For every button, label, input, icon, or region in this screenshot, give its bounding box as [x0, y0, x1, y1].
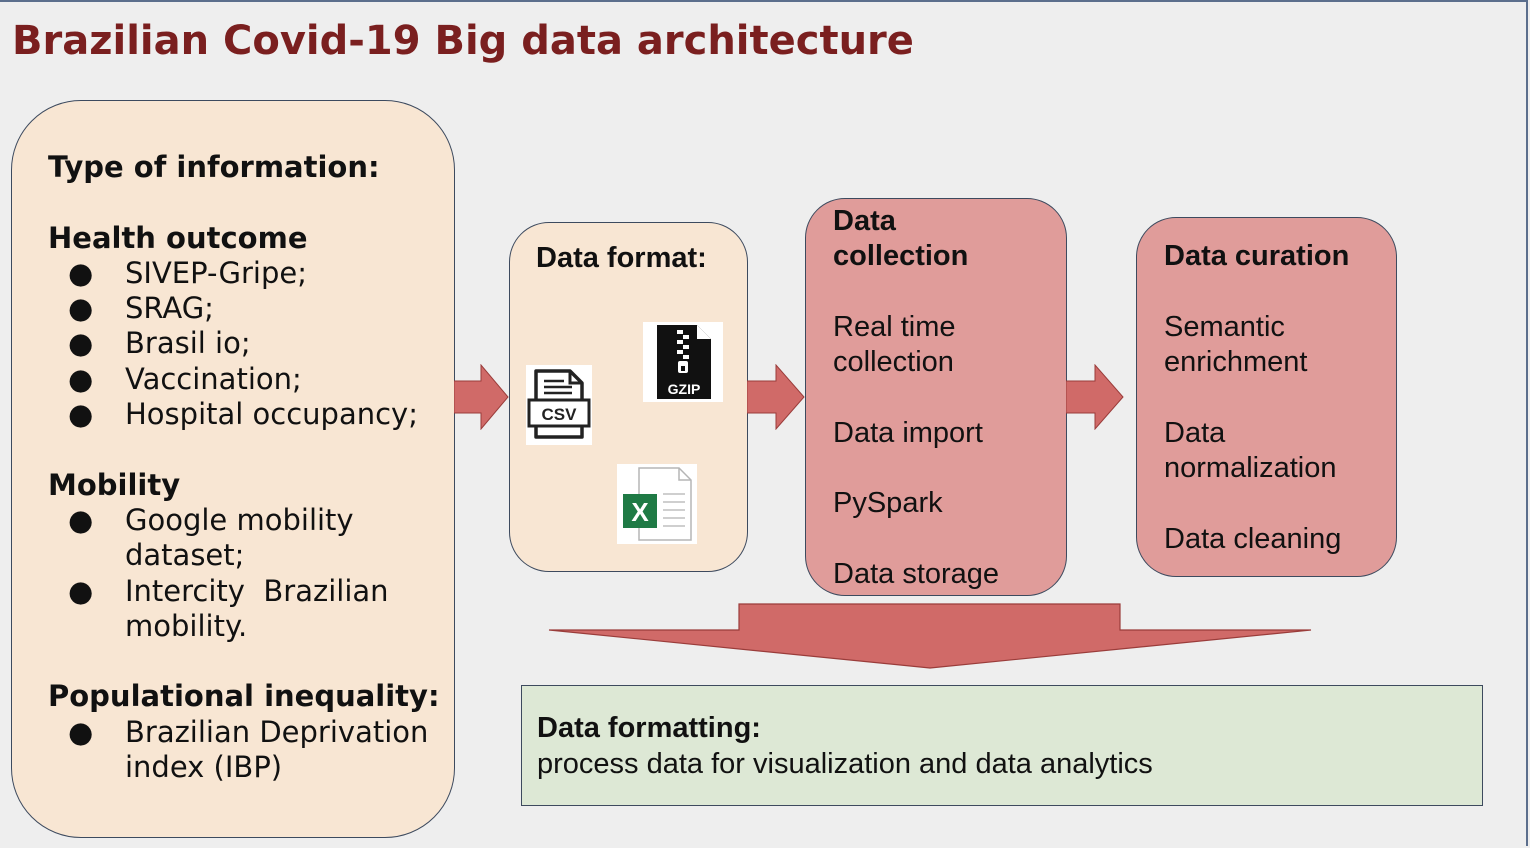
excel-label: X [631, 497, 649, 527]
list-item: ●Hospital occupancy; [68, 397, 418, 432]
data-curation-box [1136, 217, 1397, 577]
collection-item: Data import [833, 417, 983, 449]
curation-item: normalization [1164, 452, 1337, 484]
collection-item: Real time [833, 311, 956, 343]
list-item: ●Brazilian Deprivation index (IBP) [68, 714, 429, 785]
information-type-heading: Type of information: [48, 150, 380, 184]
collection-item: collection [833, 346, 954, 378]
csv-file-icon: CSV [526, 365, 592, 445]
list-item: ●Google mobility dataset; [68, 502, 354, 573]
data-formatting-heading: Data formatting: [537, 712, 761, 744]
bullet-icon: ● [68, 714, 94, 749]
bullet-icon: ● [68, 397, 94, 432]
bullet-icon: ● [68, 291, 94, 326]
inequality-heading: Populational inequality: [48, 679, 440, 714]
data-formatting-description: process data for visualization and data … [537, 748, 1153, 780]
curation-item: Data cleaning [1164, 523, 1342, 555]
mobility-heading: Mobility [48, 467, 181, 502]
collection-item: PySpark [833, 487, 943, 519]
gzip-label: GZIP [668, 381, 701, 397]
arrow-down-icon [548, 603, 1312, 669]
health-outcome-list: ●SIVEP-Gripe; ●SRAG; ●Brasil io; ●Vaccin… [48, 256, 448, 432]
arrow-right-icon [1066, 364, 1124, 430]
inequality-list: ●Brazilian Deprivation index (IBP) [48, 715, 448, 786]
list-item: ●Vaccination; [68, 361, 302, 396]
health-outcome-heading: Health outcome [48, 220, 308, 255]
data-collection-box [805, 198, 1067, 596]
data-format-heading: Data format: [536, 242, 707, 274]
curation-item: enrichment [1164, 346, 1308, 378]
data-curation-heading: Data curation [1164, 240, 1350, 272]
list-item: ●Brasil io; [68, 326, 251, 361]
list-item: ●Intercity Brazilian mobility. [68, 573, 398, 643]
list-item: ●SIVEP-Gripe; [68, 255, 307, 290]
gzip-file-icon: GZIP [643, 322, 723, 402]
slide-title: Brazilian Covid-19 Big data architecture [12, 18, 914, 64]
bullet-icon: ● [68, 361, 94, 396]
excel-file-icon: X [617, 464, 697, 544]
bullet-icon: ● [68, 573, 94, 608]
arrow-right-icon [454, 364, 509, 430]
data-collection-heading: Data collection [833, 205, 969, 272]
mobility-list: ●Google mobility dataset; ●Intercity Bra… [48, 503, 448, 644]
csv-label: CSV [542, 405, 578, 424]
curation-item: Semantic [1164, 311, 1285, 343]
bullet-icon: ● [68, 326, 94, 361]
list-item: ●SRAG; [68, 291, 214, 326]
collection-item: Data storage [833, 558, 1000, 590]
arrow-right-icon [747, 364, 805, 430]
information-type-box [11, 100, 455, 838]
curation-item: Data [1164, 417, 1226, 449]
data-formatting-box [521, 685, 1483, 806]
bullet-icon: ● [68, 502, 94, 537]
bullet-icon: ● [68, 255, 94, 290]
information-type-content: Type of information: Health outcome ●SIV… [48, 150, 448, 785]
